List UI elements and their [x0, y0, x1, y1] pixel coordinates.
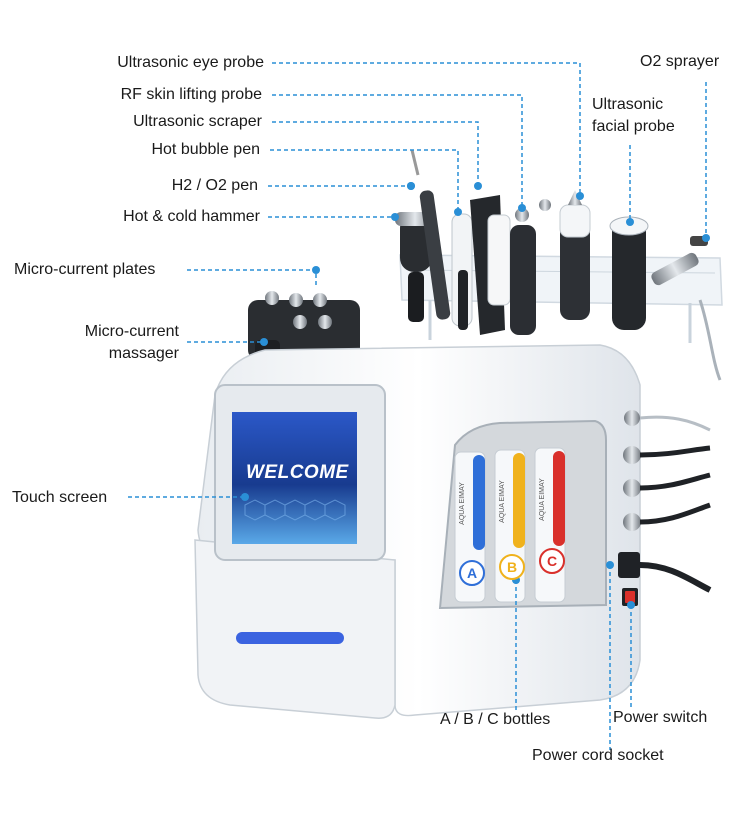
- bottle-c-label-band: [553, 451, 565, 546]
- label-power-cord-socket: Power cord socket: [532, 747, 664, 764]
- touch-screen[interactable]: [214, 384, 386, 561]
- label-ultrasonic: Ultrasonic: [592, 96, 664, 113]
- label-facial-probe: facial probe: [592, 118, 675, 135]
- ultrasonic-scraper: [470, 195, 511, 335]
- bottle-a-badge: A: [459, 560, 485, 586]
- power-switch[interactable]: [622, 588, 638, 606]
- side-connectors: [623, 410, 711, 531]
- label-touch-screen: Touch screen: [12, 489, 108, 506]
- label-power-switch: Power switch: [613, 709, 708, 726]
- bottle-a-brand: AQUA EIMAY: [458, 482, 466, 525]
- bottle-c-badge: C: [539, 548, 565, 574]
- rf-probe: [510, 199, 551, 335]
- label-micro-current: Micro-current: [84, 323, 179, 340]
- label-abc-bottles: A / B / C bottles: [440, 711, 551, 728]
- bottle-a-label-band: [473, 455, 485, 550]
- handpieces: [395, 149, 722, 381]
- bottle-b-badge: B: [499, 554, 525, 580]
- label-hot-bubble-pen: Hot bubble pen: [151, 141, 260, 158]
- label-ultrasonic-eye-probe: Ultrasonic eye probe: [117, 54, 264, 71]
- leader-dots: [241, 182, 710, 609]
- bottle-b-brand: AQUA EIMAY: [498, 480, 506, 523]
- indicator-bar: [236, 632, 344, 644]
- label-h2-o2-pen: H2 / O2 pen: [171, 177, 258, 194]
- power-cord-socket[interactable]: [618, 552, 712, 593]
- label-micro-current-plates: Micro-current plates: [14, 261, 156, 278]
- label-rf-skin-lifting-probe: RF skin lifting probe: [120, 86, 262, 103]
- screen-welcome-text: WELCOME: [246, 462, 349, 483]
- label-ultrasonic-scraper: Ultrasonic scraper: [133, 113, 262, 130]
- bottle-c-brand: AQUA EIMAY: [538, 478, 546, 521]
- hot-bubble-pen: [451, 213, 473, 330]
- label-hot-cold-hammer: Hot & cold hammer: [123, 208, 260, 225]
- ultrasonic-eye-probe: [559, 190, 591, 320]
- label-massager: massager: [108, 345, 179, 362]
- ultrasonic-facial-probe: [609, 216, 649, 330]
- bottle-b-label-band: [513, 453, 525, 548]
- label-o2-sprayer: O2 sprayer: [640, 53, 720, 70]
